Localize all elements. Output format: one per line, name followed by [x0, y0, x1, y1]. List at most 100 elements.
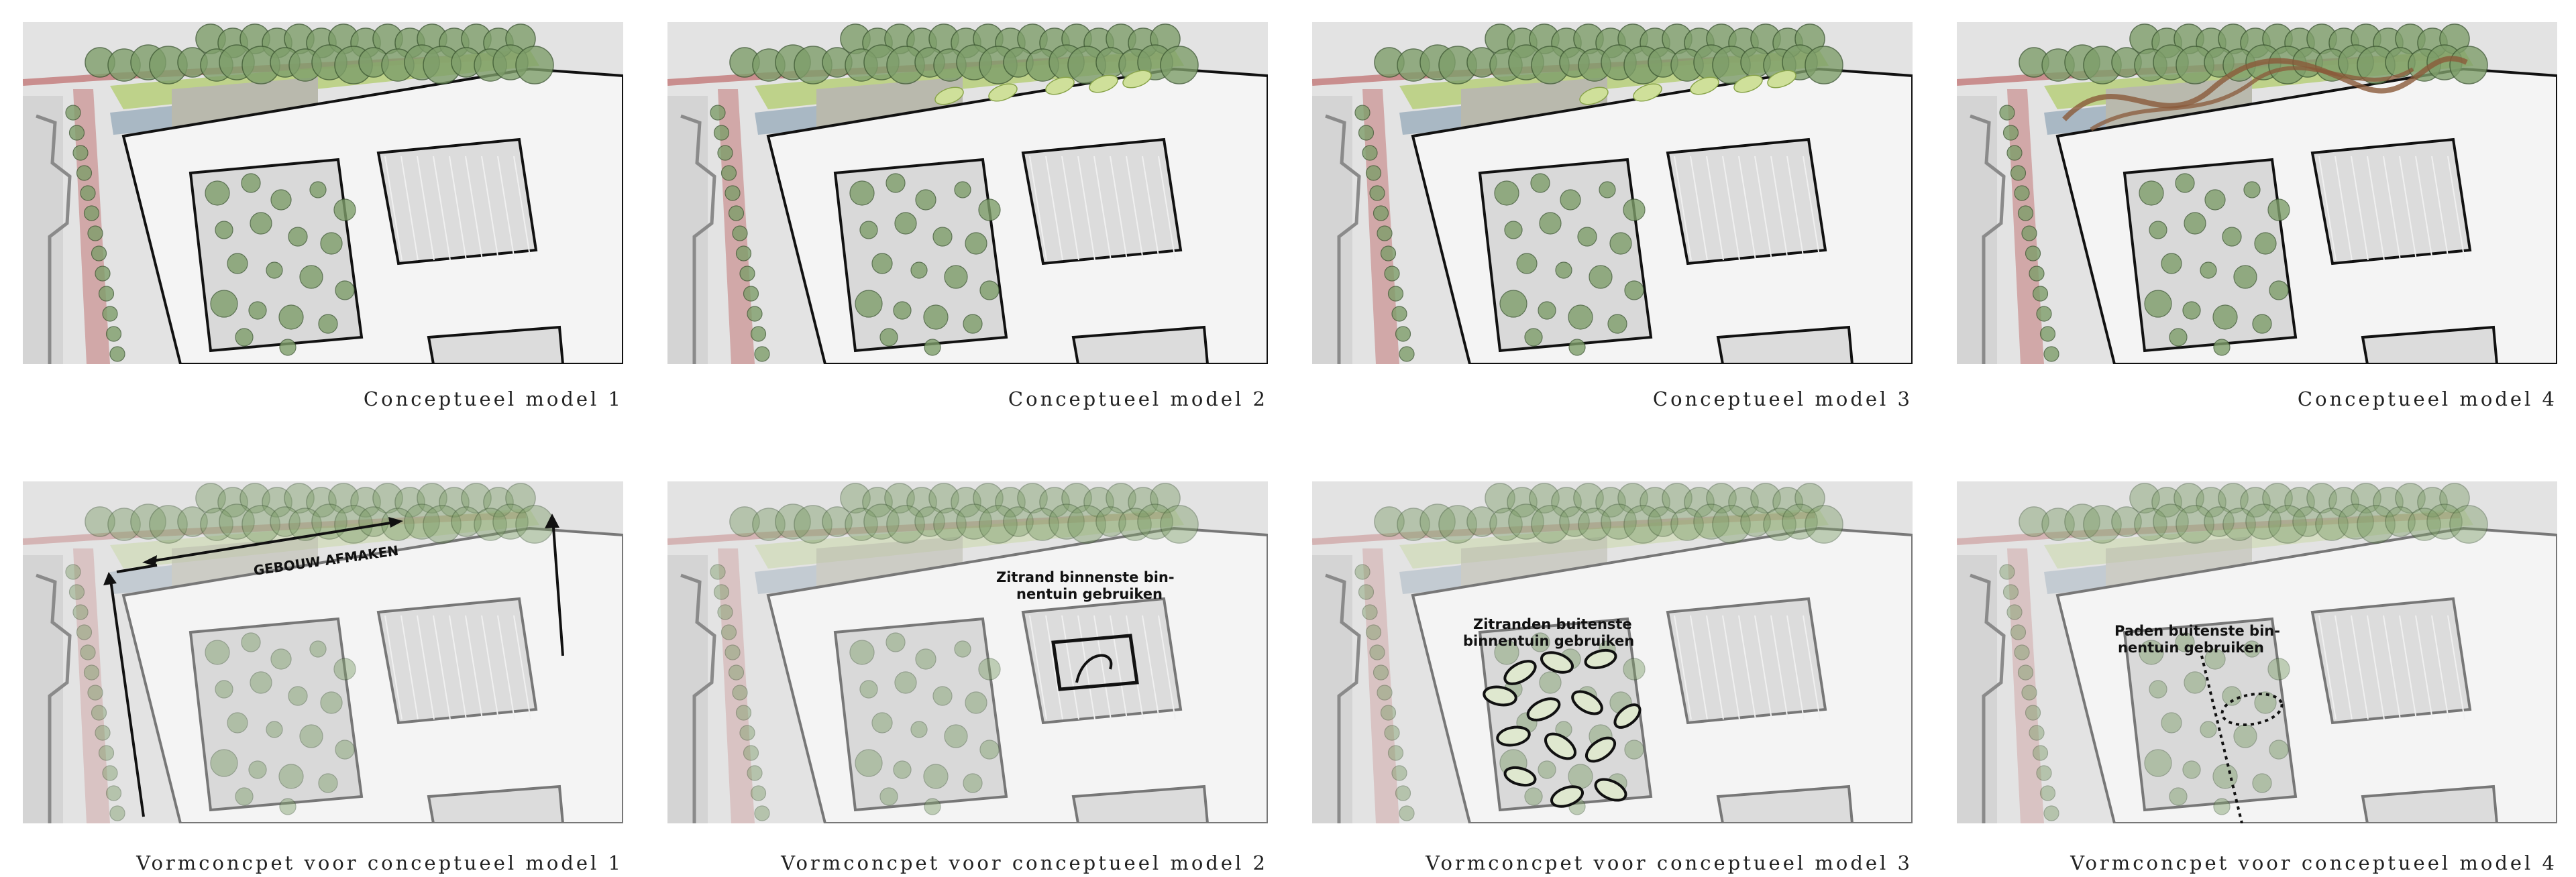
tree-side-row	[1358, 584, 1375, 600]
arrow-building-top	[146, 520, 399, 563]
courtyard-grid-line	[2351, 156, 2369, 261]
tree-side-row	[1999, 105, 2015, 121]
tree-side-row	[713, 125, 730, 141]
tree-side-row	[2010, 165, 2027, 181]
courtyard-grid-line	[1706, 156, 1724, 261]
tree-street-row	[2449, 505, 2488, 544]
tree-street-row	[1438, 505, 1477, 544]
tree-courtyard	[1524, 787, 1543, 806]
tree-back-row	[439, 487, 470, 518]
courtyard-south	[2361, 784, 2499, 823]
courtyard-grid-line	[1110, 615, 1128, 720]
tree-courtyard	[2139, 640, 2164, 665]
tree-street-row	[2111, 506, 2142, 537]
seating-island	[934, 86, 964, 105]
courtyard-grid-line	[2415, 156, 2433, 261]
tree-street-row	[1693, 504, 1729, 540]
tree-courtyard	[859, 221, 878, 239]
tree-side-row	[2029, 725, 2045, 741]
tree-side-row	[109, 805, 125, 821]
seating-island	[1633, 83, 1662, 102]
tree-street-row	[2019, 506, 2049, 537]
tree-side-row	[2036, 306, 2052, 322]
tree-courtyard	[2252, 773, 2272, 793]
tree-courtyard	[2144, 749, 2172, 777]
tree-street-row	[2041, 508, 2075, 541]
tree-side-row	[95, 266, 111, 282]
tree-courtyard	[266, 721, 283, 738]
tree-street-row	[845, 508, 878, 541]
site-plan-drawing	[23, 22, 623, 364]
tree-back-row	[1128, 487, 1159, 518]
tree-side-row	[724, 185, 741, 201]
courtyard-grid-line	[2431, 156, 2449, 261]
tree-back-row	[1750, 483, 1781, 514]
courtyard-outer	[2123, 617, 2298, 812]
tree-side-row	[2006, 145, 2023, 161]
left-building-outline	[1325, 573, 1361, 823]
tree-side-row	[98, 286, 115, 302]
tree-back-row	[1706, 483, 1737, 514]
seating-island	[1089, 74, 1118, 93]
tree-courtyard	[1516, 253, 1538, 274]
tree-side-row	[105, 785, 122, 801]
tree-courtyard	[309, 640, 327, 658]
tree-street-row	[107, 508, 141, 541]
tree-street-row	[2153, 504, 2189, 540]
tree-courtyard	[318, 314, 338, 334]
tree-courtyard	[241, 632, 261, 652]
seating-ellipse	[1503, 766, 1537, 787]
tree-courtyard	[979, 740, 1000, 760]
arrow-head-right	[388, 517, 403, 528]
tree-side-row	[2025, 705, 2041, 721]
courtyard-grid-line	[2318, 156, 2337, 261]
tree-side-row	[109, 346, 125, 362]
tree-courtyard	[2267, 658, 2290, 681]
tree-courtyard	[944, 724, 968, 748]
tree-side-row	[1373, 664, 1389, 681]
tree-side-row	[87, 225, 103, 241]
tree-side-row	[83, 664, 100, 681]
tree-street-row	[288, 508, 322, 541]
courtyard-south	[1071, 784, 1210, 823]
annotation-label: nentuin gebruiken	[2118, 640, 2264, 656]
tree-courtyard	[270, 189, 292, 211]
tree-courtyard	[963, 314, 983, 334]
tree-back-row	[995, 487, 1026, 518]
courtyard-grid-line	[1674, 615, 1692, 720]
tree-courtyard	[1494, 180, 1519, 206]
tree-side-row	[735, 705, 752, 721]
tree-side-row	[739, 725, 755, 741]
tree-back-row	[1728, 487, 1759, 518]
tree-back-row	[2395, 483, 2426, 514]
tree-back-row	[1507, 487, 1538, 518]
tree-back-row	[884, 483, 915, 514]
tree-courtyard	[1577, 227, 1597, 247]
tree-courtyard	[2233, 724, 2257, 748]
courtyard-grid-line	[2431, 615, 2449, 720]
tree-back-row	[2373, 487, 2404, 518]
tree-street-row	[1160, 505, 1199, 544]
tree-back-row	[1662, 483, 1693, 514]
tree-street-row	[1805, 46, 1843, 84]
annotation-label: Zitranden buitenste	[1473, 616, 1632, 632]
seating-island	[1733, 74, 1763, 93]
left-building-outline	[680, 114, 716, 364]
tree-street-row	[1466, 506, 1497, 537]
courtyard-south	[1716, 325, 1854, 364]
tree-side-row	[728, 664, 745, 681]
tree-side-row	[1399, 346, 1415, 362]
arrow-head-top-right	[545, 514, 559, 528]
tree-side-row	[750, 785, 767, 801]
tree-courtyard	[1609, 232, 1632, 255]
tree-street-row	[200, 508, 233, 541]
blue-patch	[755, 565, 816, 594]
seating-island	[1767, 70, 1796, 89]
tree-courtyard	[299, 724, 323, 748]
form-concept-panel-1: GEBOUW AFMAKEN	[23, 481, 623, 823]
courtyard-south	[427, 784, 565, 823]
courtyard-grid-line	[481, 156, 499, 261]
courtyard-grid-line	[384, 615, 402, 720]
seating-ellipse	[1496, 725, 1531, 747]
